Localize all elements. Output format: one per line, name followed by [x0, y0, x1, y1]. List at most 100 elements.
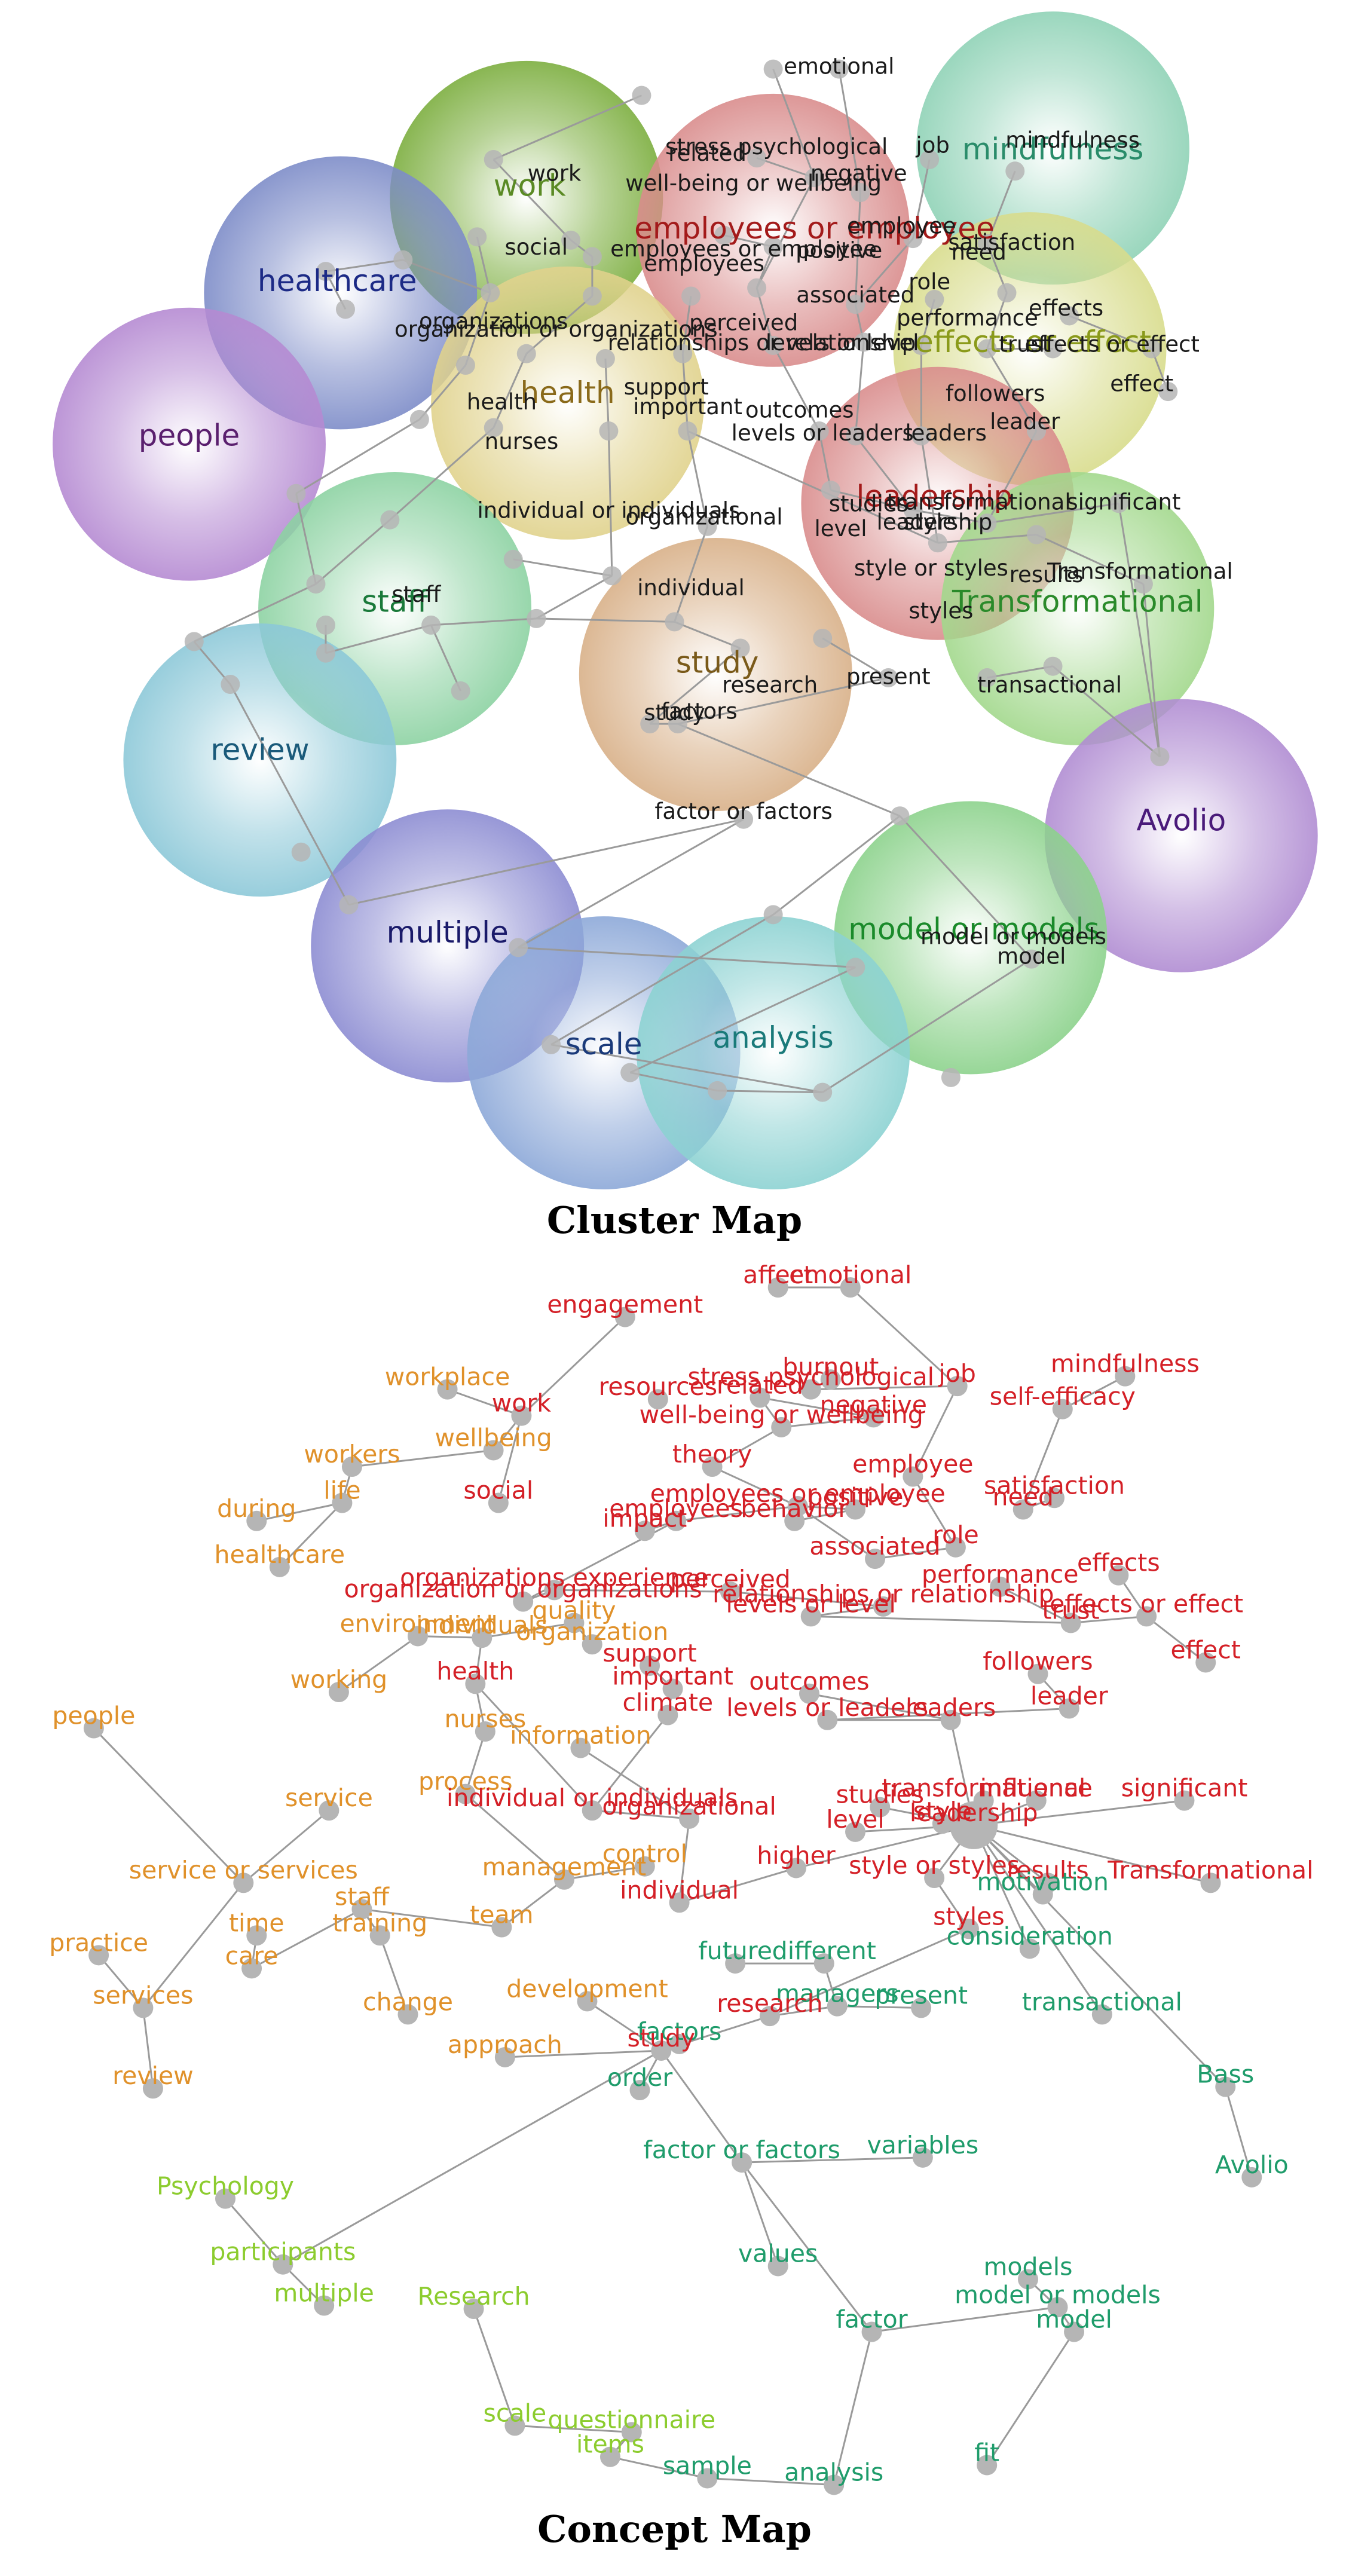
concept-edge-items-sample — [610, 2456, 708, 2479]
concept-edge-factoror-variables — [742, 2156, 923, 2164]
cluster-node — [829, 59, 849, 79]
concept-node-role — [945, 1537, 966, 1558]
concept-edge-managers-present — [837, 2005, 922, 2009]
cluster-node — [582, 286, 602, 306]
cluster-edge — [772, 815, 901, 916]
cluster-node — [997, 283, 1017, 302]
concept-edge-management-control — [564, 1865, 646, 1881]
cluster-concept-transactional: transactional — [977, 672, 1122, 697]
concept-edge-study-participants — [282, 2049, 662, 2266]
concept-label-information: information — [510, 1721, 651, 1750]
concept-label-styles: styles — [933, 1902, 1005, 1931]
concept-label-scale: scale — [484, 2398, 547, 2427]
concept-label-managers: managers — [776, 1980, 899, 2008]
concept-edge-positive-behavior — [794, 1509, 856, 1522]
concept-label-resources: resources — [598, 1372, 717, 1401]
concept-node-wellbeing — [483, 1440, 504, 1461]
concept-label-positive: positive — [807, 1483, 904, 1512]
cluster-circle-analysis — [637, 916, 910, 1190]
concept-node-quality — [564, 1613, 585, 1633]
concept-node-control — [634, 1856, 655, 1877]
cluster-node — [561, 230, 581, 250]
cluster-concept-performance: performance — [897, 305, 1038, 331]
cluster-edge — [536, 575, 613, 620]
concept-label-consideration: consideration — [947, 1922, 1113, 1950]
concept-label-support: support — [602, 1639, 696, 1668]
concept-edge-life-healthcare — [279, 1502, 343, 1568]
concept-edge-effectsor-effect — [1146, 1616, 1207, 1663]
cluster-label-scale: scale — [565, 1027, 643, 1061]
concept-node-impact — [634, 1520, 655, 1541]
cluster-node — [409, 409, 429, 429]
concept-node-workplace — [437, 1379, 458, 1400]
concept-node-development — [577, 1991, 598, 2012]
concept-node-individual — [669, 1892, 690, 1913]
cluster-edge — [402, 259, 491, 294]
cluster-edge — [986, 348, 1038, 432]
concept-label-nurses: nurses — [444, 1705, 526, 1733]
concept-node-burnout — [820, 1369, 841, 1390]
concept-label-trust: trust — [1042, 1596, 1099, 1624]
cluster-concept-role: role — [908, 269, 950, 295]
cluster-concept-mindfulness: mindfulness — [1005, 127, 1140, 153]
concept-edge-indor-organizational — [592, 1809, 690, 1820]
cluster-edge — [389, 427, 494, 521]
cluster-concept-significant: significant — [1066, 489, 1180, 515]
cluster-concept-stress-psychological: stress psychological — [665, 134, 888, 160]
cluster-concept-job: job — [915, 132, 949, 158]
concept-node-study — [651, 2040, 672, 2061]
cluster-node — [698, 516, 717, 536]
cluster-concept-support: support — [624, 374, 709, 400]
cluster-edge — [854, 192, 862, 305]
cluster-node — [481, 283, 500, 302]
cluster-edge — [1142, 583, 1161, 757]
concept-node-leaders — [940, 1709, 961, 1730]
concept-label-individual: individual — [620, 1876, 739, 1904]
cluster-node — [1005, 161, 1025, 181]
concept-node-levels-or-level — [800, 1606, 821, 1627]
cluster-node — [306, 574, 326, 594]
cluster-edge — [838, 69, 862, 193]
cluster-label-health: health — [520, 375, 614, 410]
concept-edge-leaders-outcomes — [809, 1693, 951, 1721]
concept-label-social: social — [463, 1476, 533, 1505]
cluster-edge — [687, 430, 938, 544]
concept-label-model: model — [1036, 2305, 1112, 2334]
concept-edge-negative-wellbeing2 — [781, 1416, 874, 1428]
concept-edge-perceived-relationships — [730, 1590, 883, 1608]
cluster-edge — [348, 818, 744, 906]
cluster-node — [632, 85, 651, 105]
cluster-edge — [295, 418, 420, 495]
concept-edge-information-organizational — [580, 1747, 690, 1820]
cluster-node — [673, 344, 693, 363]
cluster-concept-styles: styles — [908, 598, 973, 623]
concept-node-need — [1012, 1499, 1033, 1520]
cluster-edge — [855, 435, 914, 511]
concept-node-behavior — [784, 1510, 805, 1531]
cluster-edge — [687, 430, 709, 527]
cluster-concept-staff: staff — [391, 582, 441, 607]
concept-label-people: people — [52, 1702, 135, 1730]
concept-node-fit — [977, 2455, 998, 2476]
cluster-node — [421, 615, 441, 635]
cluster-edge — [987, 502, 1119, 524]
cluster-node — [809, 421, 829, 441]
cluster-label-effect: effects or effect — [915, 325, 1151, 359]
cluster-node — [503, 549, 523, 569]
concept-node-individuals — [472, 1627, 493, 1648]
cluster-node — [509, 938, 528, 957]
cluster-edge — [822, 958, 1032, 1093]
concept-node-future — [725, 1953, 746, 1974]
cluster-edge — [677, 677, 889, 725]
cluster-concept-organization-or-organizations: organization or organizations — [394, 317, 718, 342]
cluster-edge — [920, 436, 939, 543]
concept-edge-employee-role — [912, 1476, 957, 1548]
cluster-edge — [681, 353, 689, 432]
concept-label-level: level — [826, 1805, 885, 1834]
cluster-edge — [604, 358, 610, 432]
concept-label-behavior: behavior — [741, 1494, 848, 1523]
concept-labels: affectemotionalengagementworkplaceworkre… — [49, 1261, 1313, 2486]
cluster-concept-related: related — [668, 140, 747, 166]
concept-label-variables: variables — [867, 2131, 978, 2159]
concept-label-work: work — [492, 1389, 551, 1418]
